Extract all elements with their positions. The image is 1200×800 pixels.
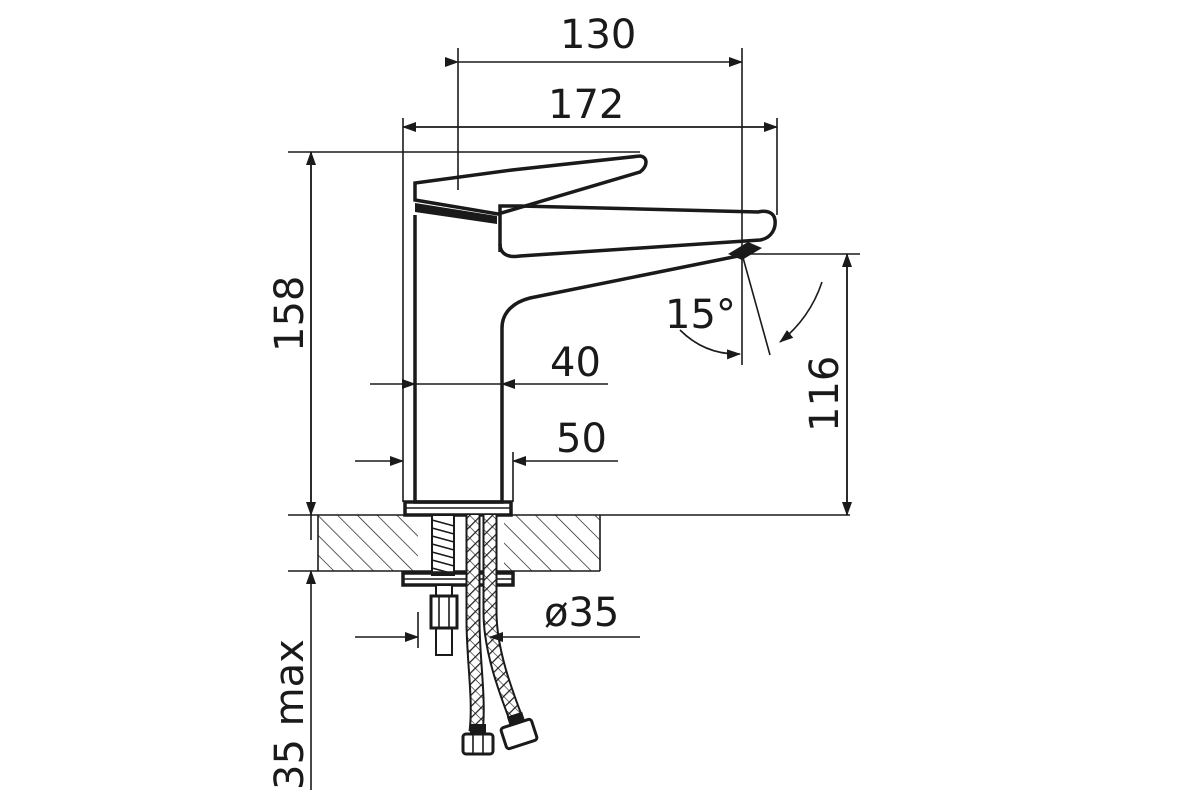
- flexible-hoses: [461, 515, 539, 756]
- dim-deck-thickness: 35 max: [267, 639, 313, 790]
- mounting-hardware: [401, 514, 515, 656]
- dimension-lines: [306, 57, 852, 790]
- dim-hole-diameter: ø35: [544, 590, 619, 636]
- countertop-section: [288, 514, 850, 572]
- dim-width-overall: 172: [548, 82, 624, 128]
- dim-base-diameter: 50: [556, 416, 607, 462]
- dim-height-total: 158: [267, 276, 313, 352]
- dim-angle: 15°: [665, 292, 736, 338]
- extension-lines: [288, 48, 860, 648]
- dim-width-top: 130: [560, 12, 636, 58]
- dim-spout-height: 116: [802, 356, 848, 432]
- faucet-body: [403, 154, 777, 517]
- dim-body-diameter: 40: [550, 340, 601, 386]
